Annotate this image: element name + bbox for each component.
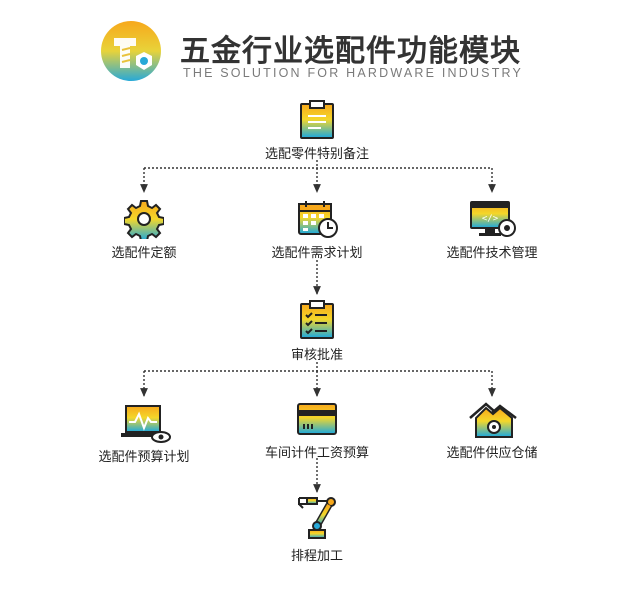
node-approval-label: 审核批准: [290, 348, 344, 363]
page-title: 五金行业选配件功能模块: [180, 34, 521, 69]
monitor-code-gear-icon: </>: [469, 200, 517, 244]
house-gear-icon: [466, 400, 520, 444]
robot-arm-icon: [295, 494, 339, 544]
logo-icon: [100, 20, 162, 86]
checklist-icon: [299, 300, 335, 344]
node-custom-label: 选配件定额: [111, 246, 177, 261]
gear-icon: [123, 199, 165, 243]
node-special-notes-label: 选配零件特别备注: [264, 147, 370, 162]
card-icon: [296, 402, 338, 442]
svg-text:</>: </>: [482, 214, 499, 224]
node-workshop-budget-label: 车间计件工资预算: [264, 446, 370, 461]
node-budget-plan-label: 选配件预算计划: [98, 450, 190, 465]
calendar-clock-icon: [297, 200, 339, 244]
laptop-chart-eye-icon: [120, 404, 172, 448]
node-scheduling-label: 排程加工: [290, 549, 344, 564]
page-subtitle: THE SOLUTION FOR HARDWARE INDUSTRY: [183, 66, 524, 80]
node-demand-plan-label: 选配件需求计划: [271, 246, 363, 261]
node-tech-mgmt-label: 选配件技术管理: [446, 246, 538, 261]
node-supply-storage-label: 选配件供应仓储: [446, 446, 538, 461]
clipboard-icon: [299, 100, 335, 144]
